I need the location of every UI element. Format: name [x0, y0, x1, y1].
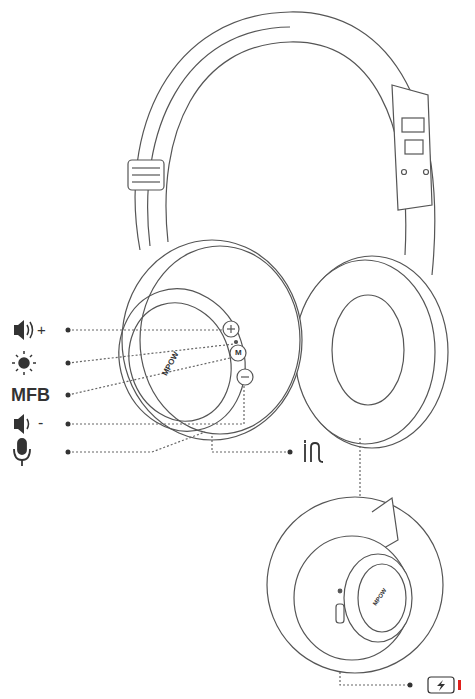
sound-waves: [27, 322, 33, 338]
volume-up-sign: +: [37, 322, 46, 337]
speaker-icon: [14, 320, 24, 340]
yoke-screw: [402, 170, 407, 175]
aux-icon: [305, 440, 323, 462]
charge-led: [338, 589, 342, 593]
detail-plate-ring: [344, 554, 412, 642]
led-icon: [12, 351, 36, 375]
detail-plate: [358, 564, 406, 632]
left-plate: [114, 289, 246, 434]
yoke-screw: [424, 170, 429, 175]
headband-edge: [148, 27, 290, 246]
volume-down-sign: -: [38, 415, 43, 431]
button-letter: M: [235, 349, 242, 357]
speaker-icon: [14, 414, 24, 434]
left-plate-ring: [101, 272, 263, 447]
minus-sign: [241, 376, 249, 377]
slider-rib: [132, 167, 160, 168]
slider-rib: [132, 174, 160, 175]
yoke-slot: [402, 118, 424, 132]
yoke-right: [392, 85, 432, 210]
volume-down-button: [237, 369, 253, 385]
detail-yoke: [372, 498, 398, 548]
mfb-label: MFB: [11, 386, 50, 404]
charging-port: [336, 604, 344, 623]
right-pad: [295, 260, 435, 444]
headband-outer: [135, 12, 435, 275]
led: [235, 341, 238, 344]
battery-icon: [428, 677, 454, 693]
slider-rib: [132, 181, 160, 182]
lightning-icon: [437, 680, 445, 691]
detail-circle: [267, 497, 443, 673]
right-pad-opening: [332, 295, 404, 405]
left-cup-rim: [140, 246, 300, 434]
headband-inner: [166, 42, 406, 255]
sound-wave: [27, 419, 29, 429]
plus-sign: [230, 325, 231, 333]
yoke-slot: [405, 140, 423, 154]
right-cup: [296, 256, 448, 448]
charge-indicator: [458, 680, 461, 690]
volume-up-button: [223, 321, 239, 337]
slider-left: [128, 160, 164, 190]
left-cup: [122, 240, 302, 440]
mfb-button: [230, 345, 246, 361]
mic-icon: [14, 439, 30, 466]
